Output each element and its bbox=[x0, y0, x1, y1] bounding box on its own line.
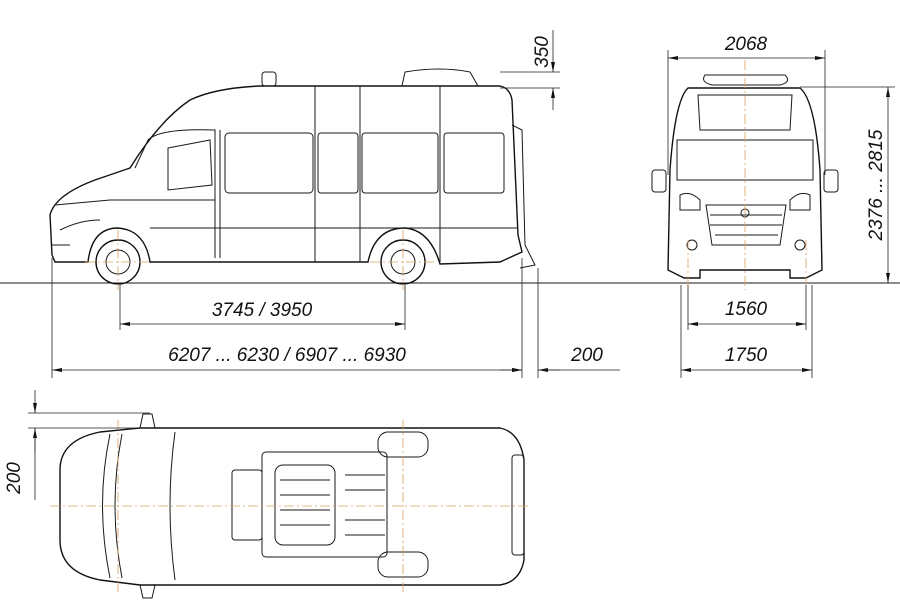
dimension-rear-step: 200 bbox=[500, 345, 620, 372]
dimension-2068: 2068 bbox=[667, 34, 826, 175]
dim-label-side-step: 200 bbox=[4, 462, 25, 495]
dimension-wheelbase: 3745 / 3950 bbox=[119, 285, 406, 330]
dim-label-1560: 1560 bbox=[725, 299, 768, 320]
dimension-1750: 1750 bbox=[680, 285, 813, 378]
dimension-length: 6207 ... 6230 / 6907 ... 6930 bbox=[51, 258, 539, 378]
side-view-van bbox=[49, 68, 536, 290]
dim-label-wheelbase: 3745 / 3950 bbox=[212, 300, 313, 321]
dimension-side-step: 200 bbox=[4, 390, 150, 500]
top-view-van bbox=[50, 413, 530, 599]
front-view-van bbox=[651, 60, 839, 290]
dim-label-350: 350 bbox=[532, 36, 553, 68]
dimension-height: 2376 ... 2815 bbox=[800, 86, 895, 283]
dim-label-1750: 1750 bbox=[725, 345, 768, 366]
dim-label-length: 6207 ... 6230 / 6907 ... 6930 bbox=[168, 345, 406, 366]
dim-label-rear-step: 200 bbox=[570, 345, 603, 366]
dim-label-height: 2376 ... 2815 bbox=[866, 129, 887, 241]
dimension-1560: 1560 bbox=[687, 285, 807, 330]
dimension-350: 350 bbox=[500, 30, 560, 110]
dim-label-2068: 2068 bbox=[724, 34, 768, 55]
